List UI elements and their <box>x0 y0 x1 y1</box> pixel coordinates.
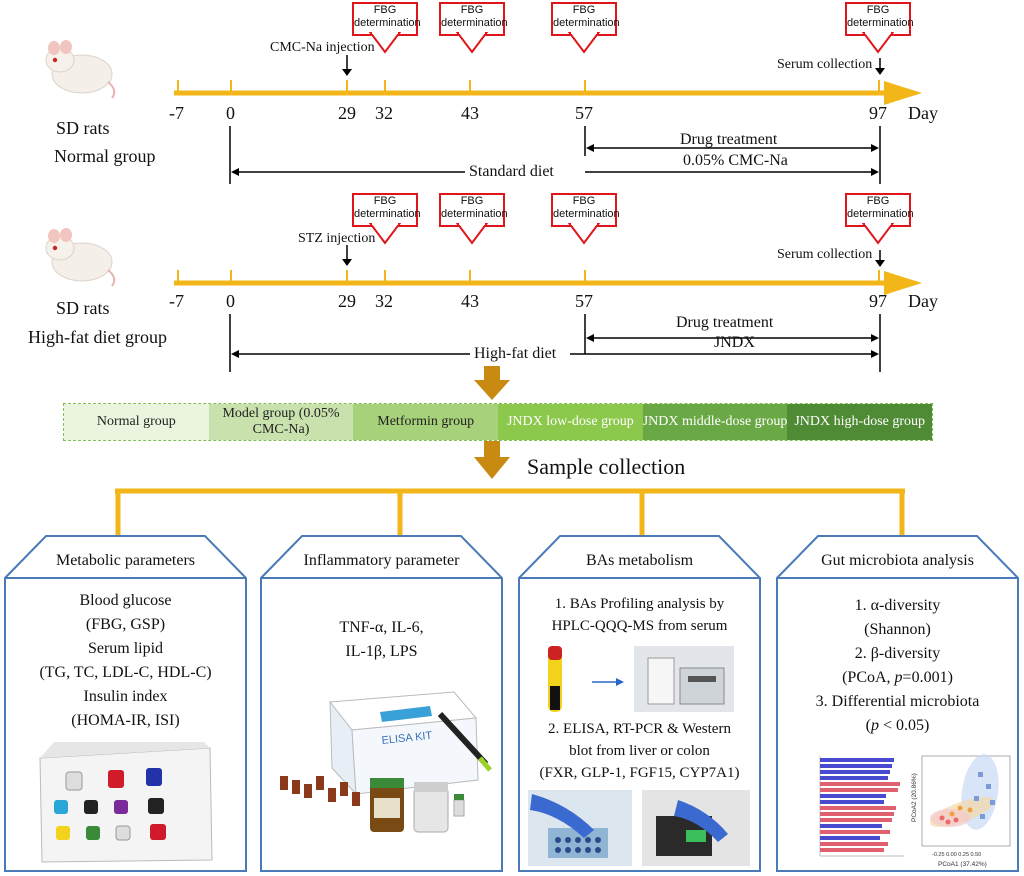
panel-line: 2. β-diversity <box>854 645 941 662</box>
panel-gut: Gut microbiota analysis 1. α-diversity (… <box>776 534 1019 872</box>
sample-collection-title: Sample collection <box>527 454 686 479</box>
panel-line: (TG, TC, LDL-C, HDL-C) <box>39 664 212 681</box>
treatment-title: Drug treatment <box>680 131 778 148</box>
tick-label: 32 <box>375 291 393 311</box>
diet-treatment-brackets <box>229 314 881 372</box>
panel-bas: BAs metabolism 1. BAs Profiling analysis… <box>518 534 761 872</box>
group-normal: Normal group <box>64 404 209 440</box>
lab-photos <box>528 790 750 866</box>
panel-line: 3. Differential microbiota <box>815 693 980 710</box>
panel-line: IL-1β, LPS <box>345 643 418 660</box>
injection-arrow <box>342 55 352 76</box>
day-label: Day <box>908 103 938 123</box>
experimental-groups-bar: Normal group Model group (0.05% CMC-Na) … <box>63 403 933 441</box>
panel-inflammatory: Inflammatory parameter TNF-α, IL-6, IL-1… <box>260 534 503 872</box>
tick-label: 57 <box>575 103 593 123</box>
distribution-lines <box>115 488 905 538</box>
group-jndx-middle: JNDX middle-dose group <box>642 404 788 440</box>
lefse-bar-chart <box>819 756 904 857</box>
pcoa-y-label: PCoA2 (20.86%) <box>911 773 918 822</box>
panel-line: (HOMA-IR, ISI) <box>71 712 180 729</box>
group-name-line2: High-fat diet group <box>28 327 167 347</box>
tick-label: 29 <box>338 103 356 123</box>
tick-label: -7 <box>169 103 184 123</box>
tick-label: 57 <box>575 291 593 311</box>
panel-line: 1. BAs Profiling analysis by <box>554 596 725 612</box>
elisa-kit-image: ELISA KIT <box>280 691 492 833</box>
treatment-drug: JNDX <box>714 334 755 351</box>
panel-line: (FBG, GSP) <box>85 616 166 633</box>
tick-label: 32 <box>375 103 393 123</box>
microbiota-plots: -0.25 0.00 0.25 0.50 PCoA1 (37.42%) PCoA… <box>819 754 1011 868</box>
group-name-line1: SD rats <box>56 298 110 318</box>
panel-line: 2. ELISA, RT-PCR & Western <box>548 721 731 737</box>
injection-label: STZ injection <box>298 231 376 246</box>
reagent-box-image <box>39 742 213 863</box>
serum-arrow <box>875 58 885 75</box>
injection-label: CMC-Na injection <box>270 40 375 55</box>
panel-line: (p < 0.05) <box>865 717 930 734</box>
panel-line: blot from liver or colon <box>569 743 710 759</box>
tick-label: 29 <box>338 291 356 311</box>
panel-title: BAs metabolism <box>585 552 694 569</box>
group-jndx-high: JNDX high-dose group <box>787 404 933 440</box>
panel-title: Metabolic parameters <box>55 552 196 569</box>
panel-line: Insulin index <box>83 688 168 705</box>
rat-image-hfd <box>38 226 120 288</box>
down-arrow-icon <box>474 441 510 479</box>
tick-label: 0 <box>226 103 235 123</box>
diet-label: High-fat diet <box>474 345 557 362</box>
panel-line: (FXR, GLP-1, FGF15, CYP7A1) <box>539 765 740 781</box>
timeline-axis <box>174 80 922 105</box>
timeline-axis <box>174 270 922 295</box>
panel-line: HPLC-QQQ-MS from serum <box>551 618 728 634</box>
serum-label: Serum collection <box>777 57 873 72</box>
tick-label: 43 <box>461 291 479 311</box>
pcoa-x-label: PCoA1 (37.42%) <box>938 861 987 868</box>
panel-line: Blood glucose <box>79 592 172 609</box>
diet-label: Standard diet <box>469 163 554 180</box>
treatment-drug: 0.05% CMC-Na <box>683 152 788 169</box>
rat-image-normal <box>38 38 120 100</box>
serum-label: Serum collection <box>777 247 873 262</box>
panel-line: (PCoA, p=0.001) <box>842 669 953 686</box>
down-arrow-icon <box>474 366 510 400</box>
group-name-line1: SD rats <box>56 118 110 138</box>
serum-arrow <box>875 250 885 267</box>
group-model: Model group (0.05% CMC-Na) <box>208 404 354 440</box>
group-jndx-low: JNDX low-dose group <box>498 404 643 440</box>
panel-line: Serum lipid <box>87 640 164 657</box>
kit-label: ELISA KIT <box>381 730 433 747</box>
panel-metabolic: Metabolic parameters Blood glucose (FBG,… <box>4 534 247 872</box>
tick-label: 97 <box>869 103 887 123</box>
panel-title: Gut microbiota analysis <box>821 552 974 569</box>
tick-label: 0 <box>226 291 235 311</box>
diet-treatment-brackets <box>229 126 881 184</box>
panel-title: Inflammatory parameter <box>303 552 460 569</box>
pcoa-plot: -0.25 0.00 0.25 0.50 PCoA1 (37.42%) PCoA… <box>911 754 1011 868</box>
panel-line: (Shannon) <box>864 621 931 638</box>
group-metformin: Metformin group <box>353 404 499 440</box>
tick-label: -7 <box>169 291 184 311</box>
panel-line: TNF-α, IL-6, <box>339 619 424 636</box>
svg-text:-0.25 0.00 0.25 0.50: -0.25 0.00 0.25 0.50 <box>932 852 981 858</box>
hplc-image <box>548 646 734 712</box>
injection-arrow <box>342 245 352 266</box>
tick-label: 43 <box>461 103 479 123</box>
day-label: Day <box>908 291 938 311</box>
tick-label: 97 <box>869 291 887 311</box>
group-name-line2: Normal group <box>54 146 156 166</box>
panel-line: 1. α-diversity <box>854 597 941 614</box>
treatment-title: Drug treatment <box>676 314 774 331</box>
